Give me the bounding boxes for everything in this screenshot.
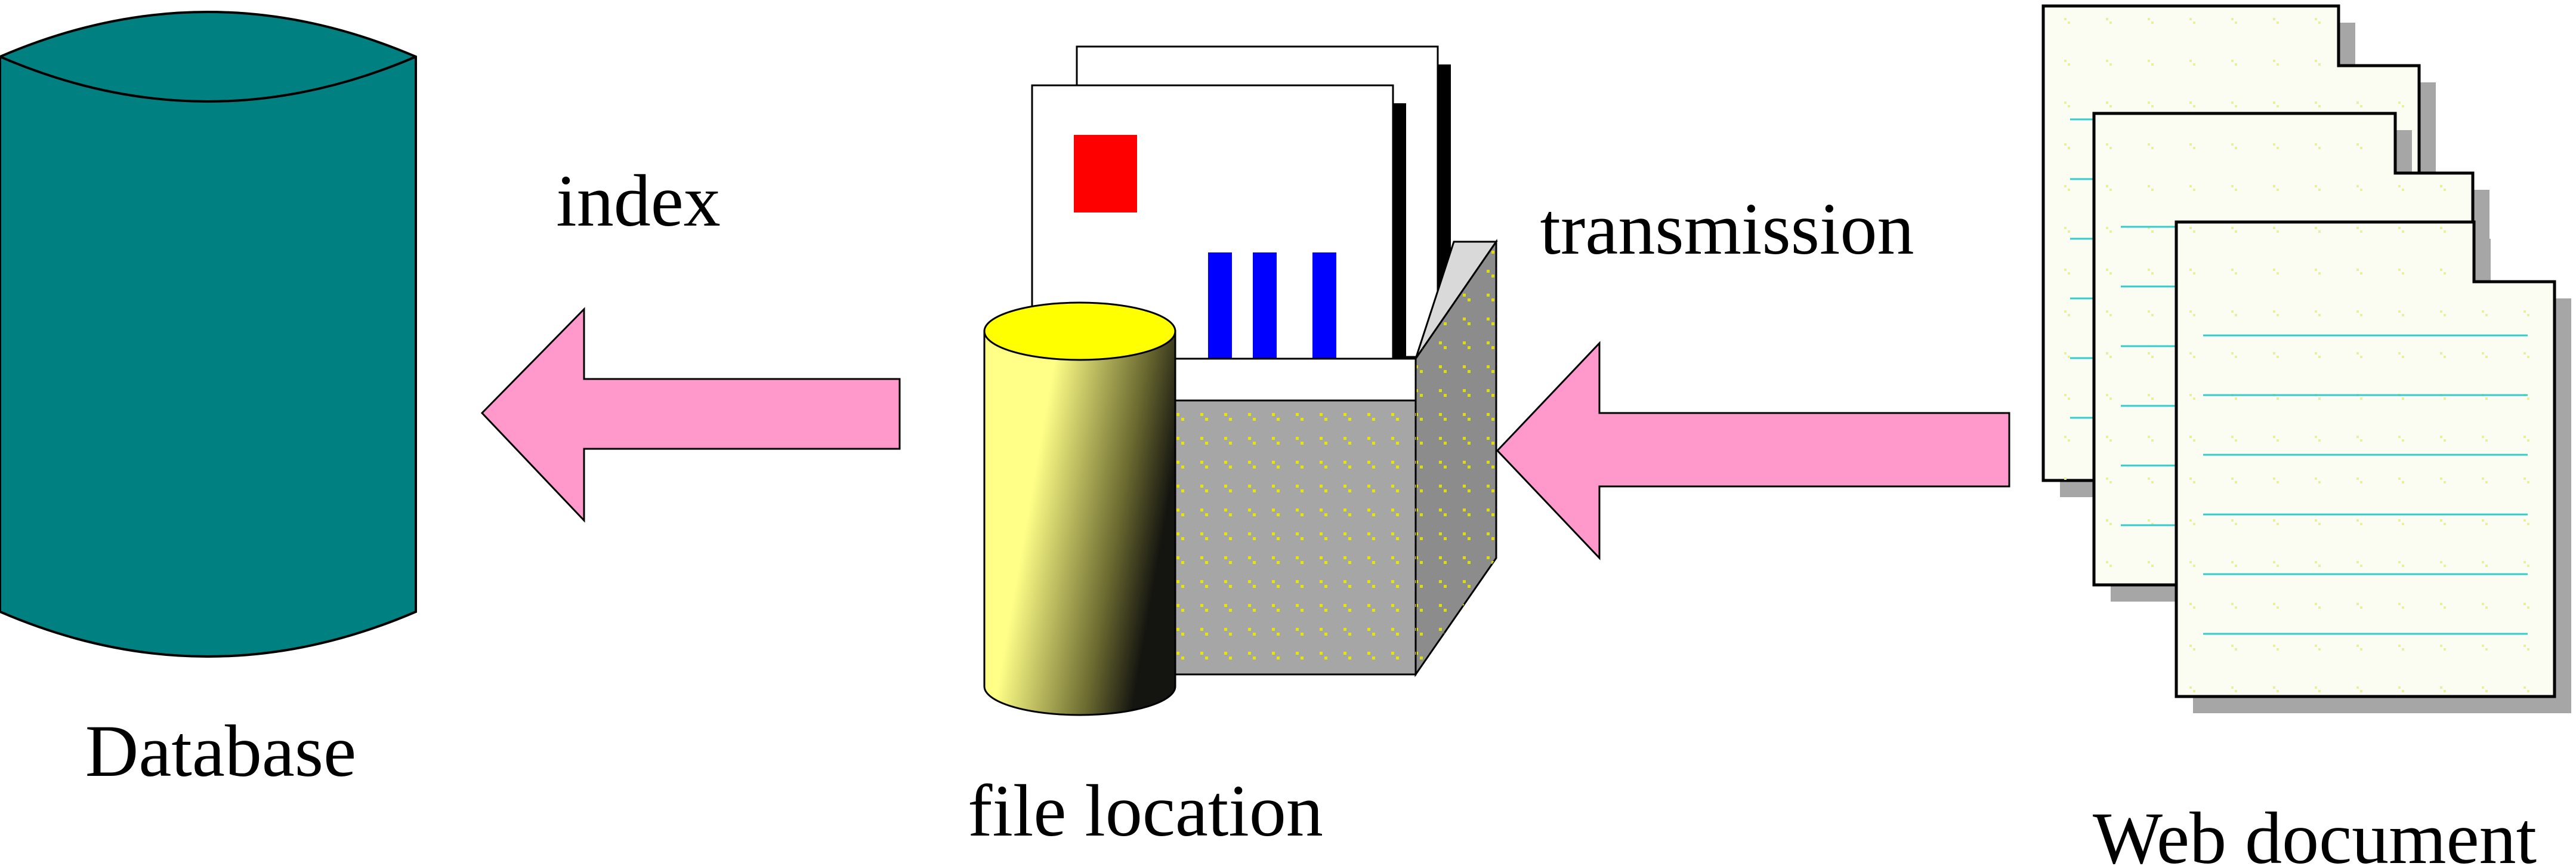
database-top-rim (0, 56, 416, 103)
document-stack-icon (2041, 4, 2571, 713)
red-square-icon (1074, 135, 1137, 212)
box-side-dots (1416, 242, 1496, 674)
blue-bar-icon (1208, 252, 1232, 372)
box-front-dots (1175, 400, 1416, 674)
database-cylinder-icon (0, 11, 417, 658)
blue-bar-icon (1312, 252, 1336, 372)
file-box-icon (983, 45, 1498, 716)
file-location-label: file location (968, 770, 1323, 852)
blue-bar-icon (1253, 252, 1277, 372)
index-label: index (556, 160, 721, 242)
database-label: Database (85, 710, 356, 792)
database-body (0, 11, 417, 658)
transmission-label: transmission (1540, 188, 1914, 270)
web-page-icon (2175, 220, 2571, 713)
file-cylinder-body (983, 330, 1176, 716)
front-paper-edge (1393, 103, 1406, 396)
transmission-arrow (1496, 341, 2010, 560)
file-cylinder-top (983, 301, 1176, 361)
web-document-label: Web document (2093, 797, 2537, 866)
box-front-lip (1174, 358, 1417, 402)
page-texture (2176, 222, 2555, 697)
index-arrow (480, 307, 901, 523)
